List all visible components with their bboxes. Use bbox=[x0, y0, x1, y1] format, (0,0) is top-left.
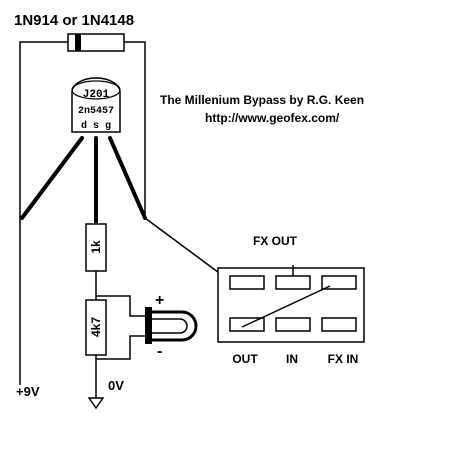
lug-fx-in bbox=[321, 317, 357, 332]
resistor-1k-label: 1k bbox=[89, 240, 103, 254]
ground-label: 0V bbox=[108, 378, 124, 393]
author-url: http://www.geofex.com/ bbox=[205, 111, 340, 125]
switch-in-label: IN bbox=[286, 352, 298, 366]
jfet-pin-label: d s g bbox=[81, 120, 111, 132]
diode bbox=[67, 33, 125, 52]
led-plus-label: + bbox=[155, 292, 164, 309]
led bbox=[145, 307, 198, 344]
gate-to-switch-wire bbox=[144, 217, 231, 282]
resistor-4k7-label: 4k7 bbox=[89, 317, 103, 337]
switch-fx-out-label: FX OUT bbox=[253, 234, 298, 248]
jfet-gate-leg bbox=[108, 136, 147, 220]
led-cathode-wire bbox=[96, 335, 148, 360]
lug-top-left bbox=[229, 275, 265, 290]
lug-in bbox=[275, 317, 311, 332]
switch-jumper bbox=[241, 285, 331, 328]
jfet-alt-part-label: 2n5457 bbox=[78, 106, 114, 117]
ground-symbol bbox=[87, 397, 105, 410]
jfet-drain-leg bbox=[20, 136, 84, 220]
resistor-4k7: 4k7 bbox=[85, 299, 107, 356]
footswitch bbox=[217, 265, 365, 343]
lug-fx-out bbox=[275, 275, 311, 290]
lug-top-right bbox=[321, 275, 357, 290]
supply-label: +9V bbox=[16, 384, 40, 399]
jfet-transistor: J201 2n5457 d s g bbox=[71, 77, 121, 133]
switch-fx-in-label: FX IN bbox=[328, 352, 359, 366]
led-minus-label: - bbox=[157, 343, 162, 360]
switch-out-label: OUT bbox=[232, 352, 258, 366]
resistor-1k: 1k bbox=[85, 223, 107, 272]
diode-label: 1N914 or 1N4148 bbox=[14, 12, 134, 29]
jfet-part-label: J201 bbox=[83, 89, 110, 101]
led-anode-wire bbox=[96, 295, 148, 317]
circuit-title: The Millenium Bypass by R.G. Keen bbox=[160, 93, 364, 107]
